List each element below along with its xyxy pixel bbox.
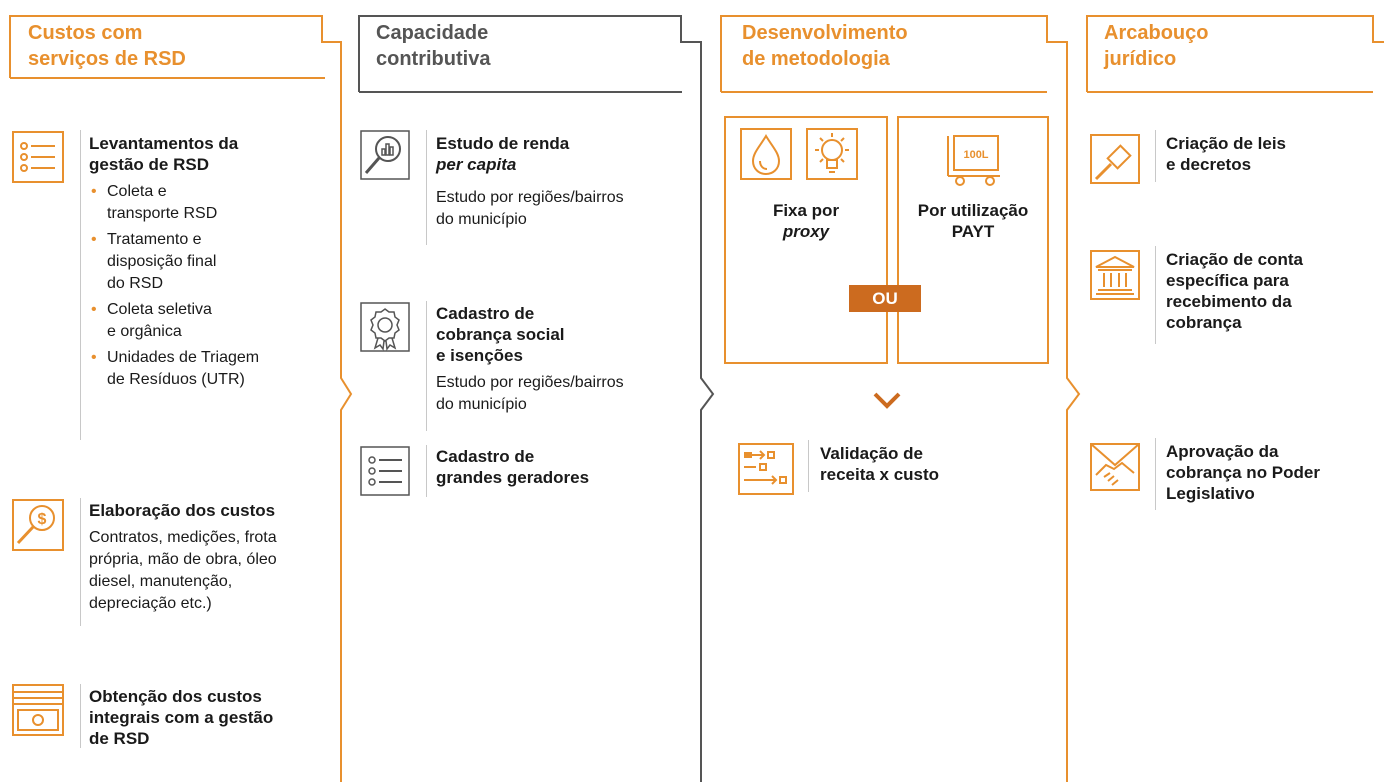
block-title: per capita <box>436 155 517 174</box>
block-text: do município <box>436 396 527 413</box>
chevron-down-icon <box>872 390 902 410</box>
block-title: Validação de <box>820 444 923 463</box>
gavel-icon <box>1090 134 1140 184</box>
block-title: Cadastro de <box>436 447 535 466</box>
bank-icon <box>1090 250 1140 300</box>
column-header-line: de metodologia <box>742 48 890 70</box>
divider <box>1155 438 1156 510</box>
block-title: grandes geradores <box>436 468 590 487</box>
block-title: específica para <box>1166 271 1289 290</box>
column-header-line: contributiva <box>376 48 491 70</box>
block-title: Aprovação da <box>1166 442 1279 461</box>
column-header-custos: Custos com serviços de RSD <box>28 20 186 72</box>
divider <box>80 684 81 748</box>
divider <box>426 130 427 245</box>
block-text: Estudo por regiões/bairros <box>436 189 624 206</box>
block-text: Estudo por regiões/bairros <box>436 374 624 391</box>
block-title: cobrança no Poder <box>1166 463 1320 482</box>
grandes-geradores-block: Cadastro de grandes geradores <box>436 446 696 488</box>
renda-block: Estudo de renda per capita Estudo por re… <box>436 133 696 231</box>
block-title: cobrança social <box>436 325 565 344</box>
column-header-metodologia: Desenvolvimento de metodologia <box>742 20 908 72</box>
fixa-label-line: proxy <box>782 222 830 241</box>
obtencao-block: Obtenção dos custos integrais com a gest… <box>89 686 329 749</box>
validacao-block: Validação de receita x custo <box>820 443 1040 485</box>
column-header-line: Custos com <box>28 22 143 44</box>
block-text: diesel, manutenção, <box>89 573 233 590</box>
handshake-icon <box>1090 443 1140 491</box>
block-title: Criação de leis <box>1166 134 1287 153</box>
banknotes-icon <box>12 684 64 736</box>
elaboracao-block: Elaboração dos custos Contratos, mediçõe… <box>89 500 339 615</box>
flow-chart-icon <box>738 443 794 495</box>
divider <box>426 301 427 431</box>
column-header-line: Arcabouço <box>1104 22 1209 44</box>
block-title: Criação de conta <box>1166 250 1303 269</box>
light-bulb-icon <box>806 128 858 180</box>
bin-label: 100L <box>963 149 988 161</box>
list-icon <box>360 446 410 496</box>
block-title: de RSD <box>89 729 150 748</box>
magnifier-chart-icon <box>360 130 410 180</box>
column-header-line: Capacidade <box>376 22 489 44</box>
block-text: depreciação etc.) <box>89 595 212 612</box>
aprovacao-block: Aprovação da cobrança no Poder Legislati… <box>1166 441 1376 504</box>
column-header-line: serviços de RSD <box>28 48 186 70</box>
list-icon <box>12 131 64 183</box>
block-title: e decretos <box>1166 155 1252 174</box>
block-text: própria, mão de obra, óleo <box>89 551 277 568</box>
waste-bin-icon: 100L <box>944 130 1004 186</box>
divider <box>808 440 809 492</box>
fixa-label: Fixa por proxy <box>726 200 886 242</box>
payt-label: Por utilização PAYT <box>899 200 1047 242</box>
column-header-capacidade: Capacidade contributiva <box>376 20 490 72</box>
divider <box>426 445 427 497</box>
payt-label-line: PAYT <box>951 222 995 241</box>
fixa-label-line: Fixa por <box>772 201 840 220</box>
divider <box>1155 246 1156 344</box>
award-ribbon-icon <box>360 302 410 352</box>
block-text: Contratos, medições, frota <box>89 529 277 546</box>
divider <box>1155 130 1156 182</box>
conta-block: Criação de conta específica para recebim… <box>1166 249 1376 333</box>
svg-text:$: $ <box>38 511 47 528</box>
levantamentos-block: Levantamentos da gestão de RSD Coleta et… <box>89 133 329 395</box>
block-title: gestão de RSD <box>89 155 209 174</box>
divider <box>80 498 81 626</box>
block-title: integrais com a gestão <box>89 708 274 727</box>
block-title: Obtenção dos custos <box>89 687 262 706</box>
cadastro-social-block: Cadastro de cobrança social e isenções E… <box>436 303 696 416</box>
block-title: receita x custo <box>820 465 940 484</box>
block-title: Cadastro de <box>436 304 535 323</box>
column-header-juridico: Arcabouço jurídico <box>1104 20 1208 72</box>
water-drop-icon <box>740 128 792 180</box>
block-title: cobrança <box>1166 313 1242 332</box>
block-title: recebimento da <box>1166 292 1292 311</box>
leis-block: Criação de leis e decretos <box>1166 133 1376 175</box>
block-title: Levantamentos da <box>89 134 239 153</box>
block-title: Elaboração dos custos <box>89 501 276 520</box>
column-header-line: Desenvolvimento <box>742 22 908 44</box>
fixa-proxy-box: Fixa por proxy <box>724 116 888 364</box>
divider <box>80 130 81 440</box>
block-title: e isenções <box>436 346 523 365</box>
block-title: Estudo de renda <box>436 134 570 153</box>
ou-badge: OU <box>849 285 921 312</box>
column-header-line: jurídico <box>1104 48 1177 70</box>
magnifier-dollar-icon: $ <box>12 499 64 551</box>
payt-label-line: Por utilização <box>917 201 1029 220</box>
block-title: Legislativo <box>1166 484 1255 503</box>
payt-box: 100L Por utilização PAYT <box>897 116 1049 364</box>
block-text: do município <box>436 211 527 228</box>
